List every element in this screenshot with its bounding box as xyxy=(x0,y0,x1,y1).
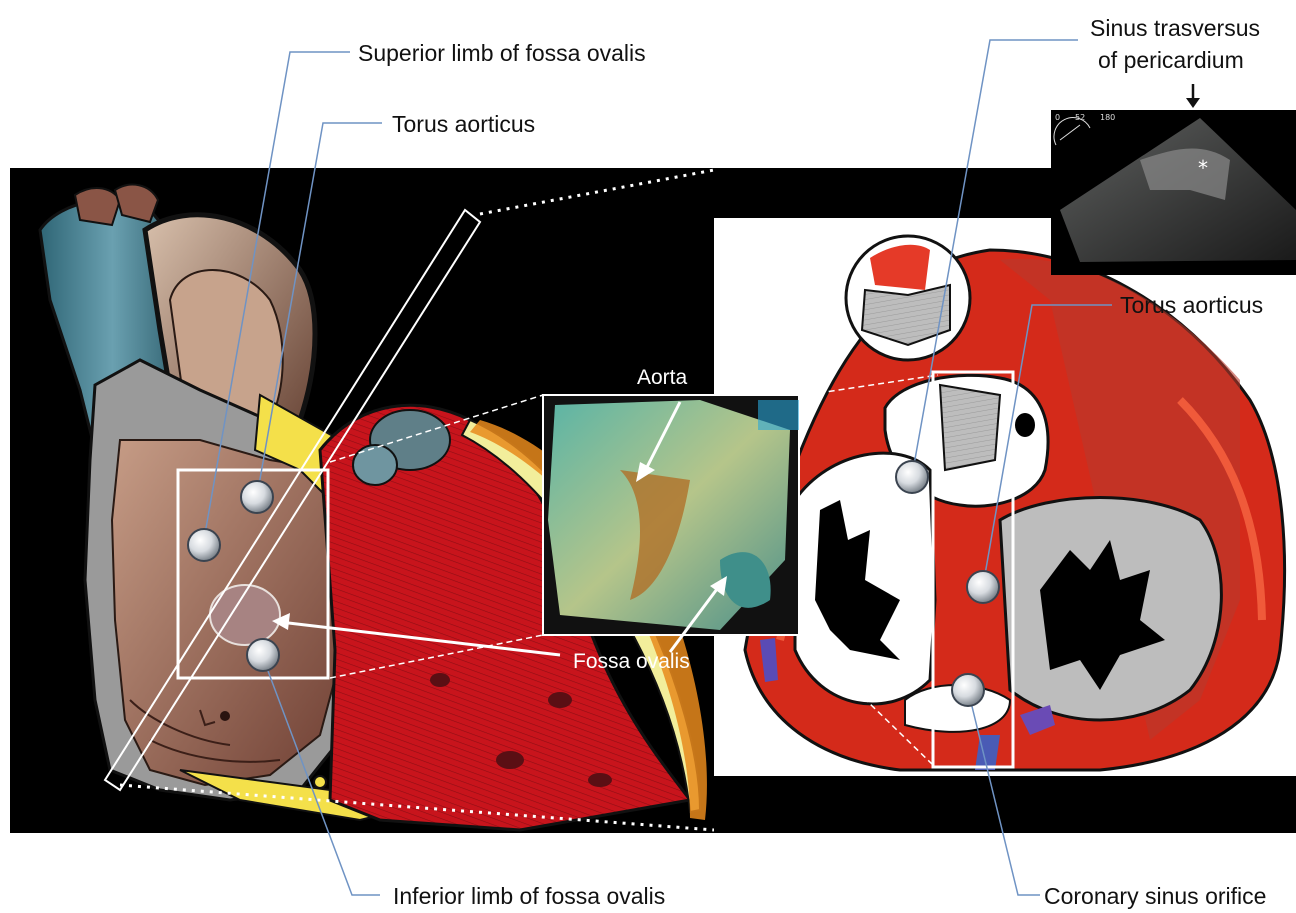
trabecula-2 xyxy=(496,751,524,769)
fossa-ovalis-label: Fossa ovalis xyxy=(573,650,690,673)
inferior-limb-label: Inferior limb of fossa ovalis xyxy=(393,883,665,909)
aortic-valve-leaflets xyxy=(940,385,1000,470)
marker-sphere-superior-limb xyxy=(188,529,220,561)
marker-sphere-torus-left xyxy=(241,481,273,513)
sinus-transversus-label-1: Sinus trasversus xyxy=(1090,15,1260,41)
aorta-label: Aorta xyxy=(637,366,688,389)
trabecula-4 xyxy=(588,773,612,787)
brachiocephalic-vessel xyxy=(75,188,120,225)
coronary-ostium-dark xyxy=(1015,413,1035,437)
coronary-sinus-label: Coronary sinus orifice xyxy=(1044,883,1266,909)
coronary-vessel-section xyxy=(314,776,326,788)
echo-asterisk: * xyxy=(1198,156,1208,180)
marker-sphere-inferior-limb xyxy=(247,639,279,671)
echo-scale-180: 180 xyxy=(1100,113,1115,122)
torus-aorticus-left-label: Torus aorticus xyxy=(392,111,535,137)
superior-limb-label: Superior limb of fossa ovalis xyxy=(358,40,646,66)
down-arrow-head-icon xyxy=(1186,98,1200,108)
marker-sphere-coronary-sinus xyxy=(952,674,984,706)
trabecula-1 xyxy=(548,692,572,708)
marker-sphere-sinus-transversus xyxy=(896,461,928,493)
coronary-ostium xyxy=(353,445,397,485)
echo-scale-0: 0 xyxy=(1055,113,1060,122)
trabecula-3 xyxy=(430,673,450,687)
small-orifice xyxy=(220,711,230,721)
torus-aorticus-right-label: Torus aorticus xyxy=(1120,292,1263,318)
sinus-transversus-label-2: of pericardium xyxy=(1098,47,1244,73)
3d-cyan-edge xyxy=(758,400,799,430)
marker-sphere-torus-right xyxy=(967,571,999,603)
